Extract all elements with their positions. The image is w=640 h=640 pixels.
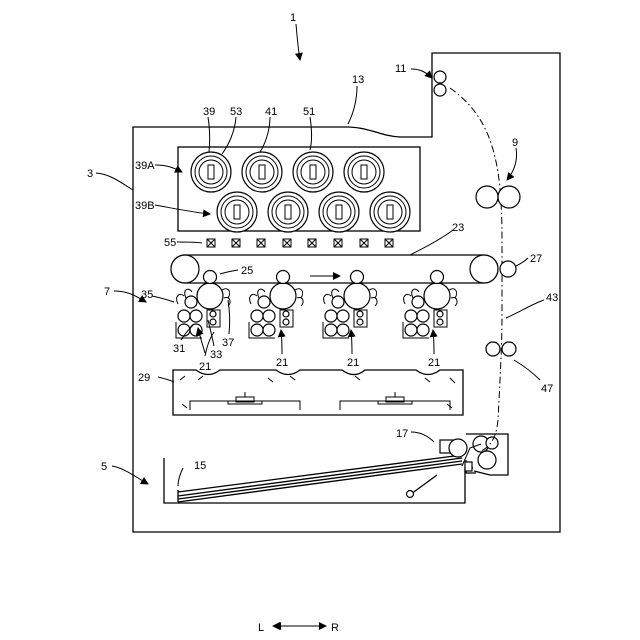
paper-feed-section	[440, 434, 508, 475]
photoconductor-drum	[197, 283, 223, 309]
primary-transfer-roller	[204, 271, 217, 284]
label-33: 33	[210, 349, 222, 361]
label-41: 41	[265, 106, 277, 118]
sensor-box-3	[257, 239, 265, 247]
label-13: 13	[352, 74, 364, 86]
cartridge-39a-2	[242, 152, 282, 192]
direction-indicator: L R	[258, 622, 339, 634]
label-31: 31	[173, 343, 185, 355]
label-21-unit1: 21	[199, 361, 211, 373]
label-17: 17	[396, 428, 408, 440]
label-27: 27	[530, 253, 542, 265]
label-15: 15	[194, 460, 206, 472]
conveying-roller-b	[502, 342, 516, 356]
cartridge-39a-1	[191, 152, 231, 192]
sensor-box-6	[334, 239, 342, 247]
paper-stack	[178, 455, 462, 502]
photoconductor-drum	[344, 283, 370, 309]
sensor-box-5	[308, 239, 316, 247]
sensor-box-8	[385, 239, 393, 247]
label-21-unit4: 21	[428, 357, 440, 369]
primary-transfer-roller	[431, 271, 444, 284]
label-39A: 39A	[135, 160, 155, 172]
toner-cartridges	[191, 152, 410, 247]
cartridge-39a-4	[344, 152, 384, 192]
label-37: 37	[222, 337, 234, 349]
reference-labels: 1 11 13 3 7 5 9 27 43 47 17 15 29 39 53 …	[87, 12, 558, 473]
label-1: 1	[290, 12, 296, 24]
fixing-roller-upper	[476, 186, 498, 208]
label-23: 23	[452, 222, 464, 234]
label-55: 55	[164, 237, 176, 249]
fixing-roller-lower	[498, 186, 520, 208]
label-7: 7	[104, 286, 110, 298]
label-11: 11	[395, 63, 406, 75]
sensor-box-4	[283, 239, 291, 247]
label-9: 9	[512, 137, 518, 149]
cartridge-39a-3	[293, 152, 333, 192]
belt-drive-roller-right	[470, 255, 498, 283]
sensor-box-2	[232, 239, 240, 247]
conveying-roller-a	[486, 342, 500, 356]
label-29: 29	[138, 372, 150, 384]
photoconductor-drum	[270, 283, 296, 309]
label-25: 25	[241, 265, 253, 277]
label-21-unit3: 21	[347, 357, 359, 369]
exposure-unit	[173, 370, 463, 415]
label-35: 35	[141, 289, 153, 301]
label-43: 43	[546, 292, 558, 304]
label-47: 47	[541, 383, 553, 395]
cartridge-39b-4	[370, 192, 410, 232]
discharge-roller-upper	[434, 71, 446, 83]
secondary-transfer-roller	[500, 261, 516, 277]
sensor-box-1	[207, 239, 215, 247]
photoconductor-drum	[424, 283, 450, 309]
label-39B: 39B	[135, 200, 155, 212]
label-39: 39	[203, 106, 215, 118]
direction-left-label: L	[258, 622, 264, 634]
label-3: 3	[87, 168, 93, 180]
label-21-unit2: 21	[276, 357, 288, 369]
primary-transfer-roller	[277, 271, 290, 284]
cartridge-39b-2	[268, 192, 308, 232]
label-51: 51	[303, 106, 315, 118]
discharge-roller-lower	[434, 84, 446, 96]
intermediate-transfer-belt	[171, 255, 498, 283]
sensor-box-7	[360, 239, 368, 247]
paper-tray	[164, 455, 473, 503]
belt-drive-roller-left	[171, 255, 199, 283]
label-5: 5	[101, 461, 107, 473]
direction-right-label: R	[331, 622, 339, 634]
cartridge-39b-1	[217, 192, 257, 232]
label-53: 53	[230, 106, 242, 118]
cartridge-39b-3	[319, 192, 359, 232]
primary-transfer-roller	[351, 271, 364, 284]
